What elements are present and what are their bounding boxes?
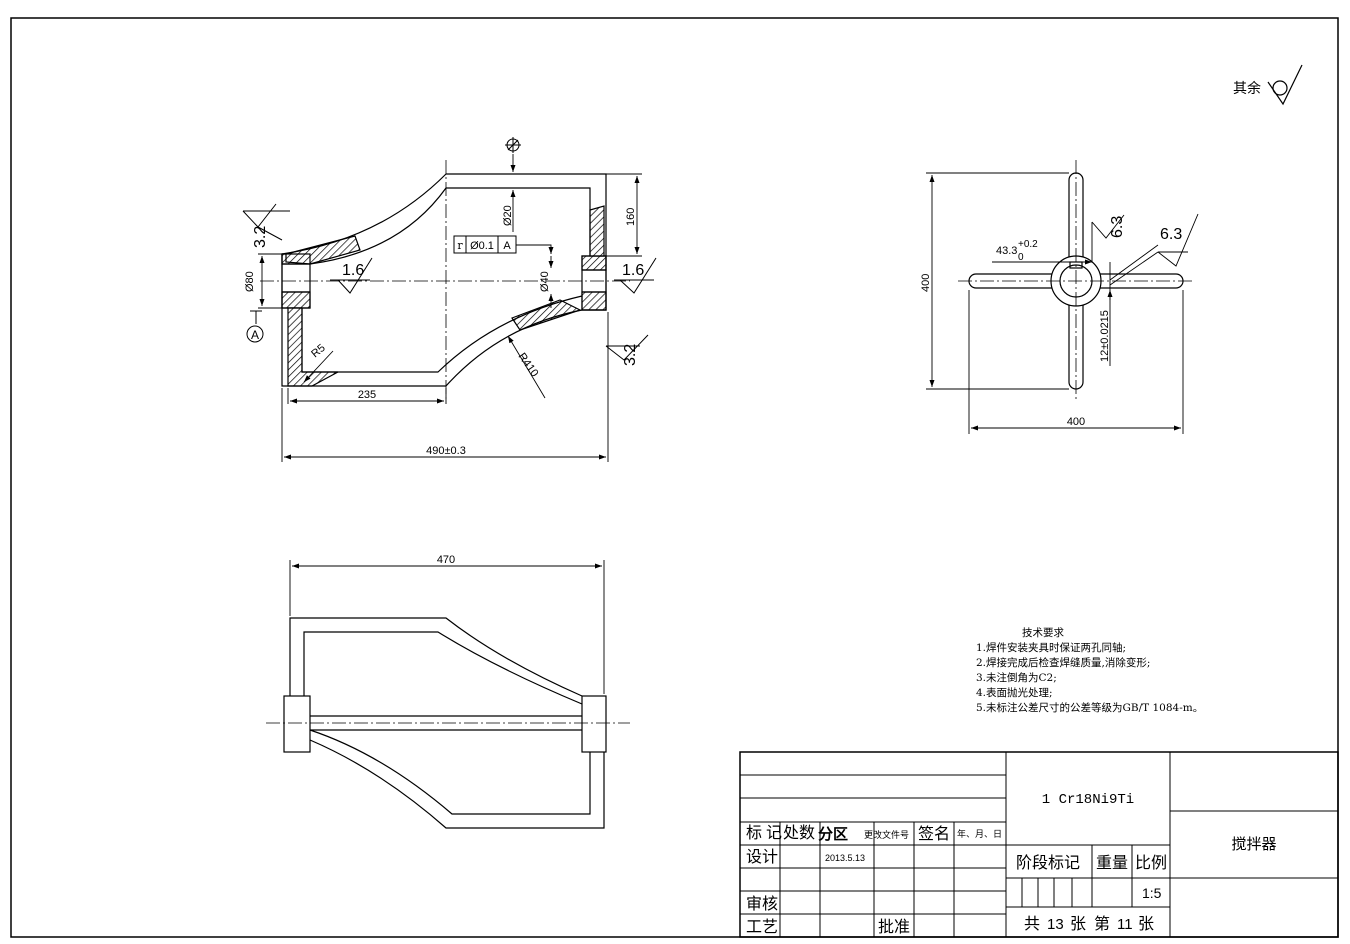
front-dimensions [258,154,642,462]
sheets-unit-2: 张 [1138,915,1154,933]
roughness-check-icon [1267,64,1303,106]
top-outline-lower-inner [309,729,591,815]
keyway-lower-tol: 0 [1018,252,1024,263]
tech-requirements: 技术要求 1.焊件安装夹具时保证两孔同轴; 2.焊接完成后检查焊缝质量,消除变形… [976,626,1203,714]
hub-right-bottom-section [581,291,607,311]
keyway-base-dim: 43.3 [996,245,1017,257]
change-doc-label: 更改文件号 [864,829,909,840]
top-hub-right [581,695,607,753]
tolerance-value: Ø0.1 [470,240,494,252]
sheets-unit-1: 张 [1070,915,1086,933]
sheets-total-prefix: 共 [1024,915,1040,933]
review-label: 审核 [746,895,778,913]
top-outline-outer [289,617,583,697]
roughness-note-prefix: 其余 [1233,80,1261,97]
roughness-value: 3.2 [252,226,269,248]
tolerance-datum: A [503,240,511,252]
top-hub-left [283,695,311,753]
title-block [739,751,1339,938]
dim-d40: Ø40 [539,271,551,292]
tolerance-frame: r Ø0.1 A [453,235,517,254]
datum-label: A [251,328,259,342]
weight-label: 重量 [1096,854,1128,872]
curve-weld-section [511,299,582,331]
datum-circle-icon [246,325,264,343]
approve-label: 批准 [878,918,910,936]
dim-r5: R5 [309,342,327,360]
top-view [283,617,607,829]
part-name: 搅拌器 [1231,836,1276,853]
roughness-value: 6.3 [1160,226,1182,243]
side-centerlines [958,160,1195,400]
front-roughness-values: 3.2 1.6 1.6 3.2 [252,226,644,366]
roughness-value: 1.6 [622,262,644,279]
sheet-border [10,17,1339,938]
roughness-value: 3.2 [622,344,639,366]
dim-height-400: 400 [920,274,932,292]
side-roughness-values: 6.3 6.3 [1109,216,1182,243]
design-date: 2013.5.13 [825,853,865,863]
tech-requirement-item: 3.未注倒角为C2; [976,671,1057,684]
dim-w235: 235 [358,389,376,401]
sheets-index-prefix: 第 [1094,915,1110,933]
tech-requirement-item: 2.焊接完成后检查焊缝质量,消除变形; [976,656,1150,669]
sheets-total: 13 [1047,916,1064,933]
weld-left-top-section [285,235,361,265]
tech-requirement-item: 5.未标注公差尺寸的公差等级为GB/T 1084-m。 [976,701,1203,714]
front-centerlines [260,160,630,400]
tolerance-symbol: r [457,239,463,252]
side-dimension-texts: 400 400 43.3 +0.2 0 12±0.0215 [920,239,1111,428]
stage-mark-label: 阶段标记 [1016,854,1080,872]
top-outline-inner [303,631,583,705]
roughness-circle-icon [1272,80,1288,96]
front-hub-right [581,255,607,311]
title-block-texts: 1 Cr18Ni9Ti 搅拌器 标记 处数 分区 更改文件号 签名 年、月、日 … [746,792,1277,936]
dim-w490: 490±0.3 [426,445,466,457]
design-label: 设计 [746,848,778,866]
front-dimension-texts: Ø80 Ø20 Ø40 160 R5 R410 235 490±0.3 [244,205,637,457]
top-dimensions [289,560,605,694]
material: 1 Cr18Ni9Ti [1042,792,1134,808]
roughness-value: 1.6 [342,262,364,279]
date-label: 年、月、日 [957,828,1002,839]
dim-r410: R410 [516,351,541,379]
top-outline-lower-outer [309,739,605,829]
front-roughness-symbols [242,203,657,361]
hub-left-bottom-section [281,291,311,309]
count-label: 处数 [783,824,815,842]
side-dimensions [926,172,1199,434]
datum-a-marker: A [246,310,264,343]
scale-value: 1:5 [1142,885,1162,901]
hub-right-top-section [581,255,607,271]
tech-requirements-title: 技术要求 [1022,626,1064,639]
tech-requirement-item: 4.表面抛光处理; [976,686,1053,699]
sheets-index: 11 [1117,916,1133,933]
dim-d80: Ø80 [244,271,256,292]
keyway-upper-tol: +0.2 [1018,239,1038,250]
process-label: 工艺 [746,918,778,936]
position-tolerance-icon [505,137,521,153]
dim-width-400: 400 [1067,416,1085,428]
roughness-value: 6.3 [1109,216,1126,238]
mark-label: 标记 [746,824,786,842]
scale-label: 比例 [1135,854,1167,872]
signature-label: 签名 [918,825,950,843]
front-view [281,173,607,387]
dim-h160: 160 [625,208,637,226]
dim-top-width-470: 470 [437,554,455,566]
right-arm-section [589,205,605,257]
zone-label: 分区 [818,826,848,843]
tech-requirement-item: 1.焊件安装夹具时保证两孔同轴; [976,641,1126,654]
dim-d20: Ø20 [502,205,514,226]
general-roughness-note: 其余 [1233,64,1303,106]
dim-keyway-width: 12±0.0215 [1099,310,1111,362]
